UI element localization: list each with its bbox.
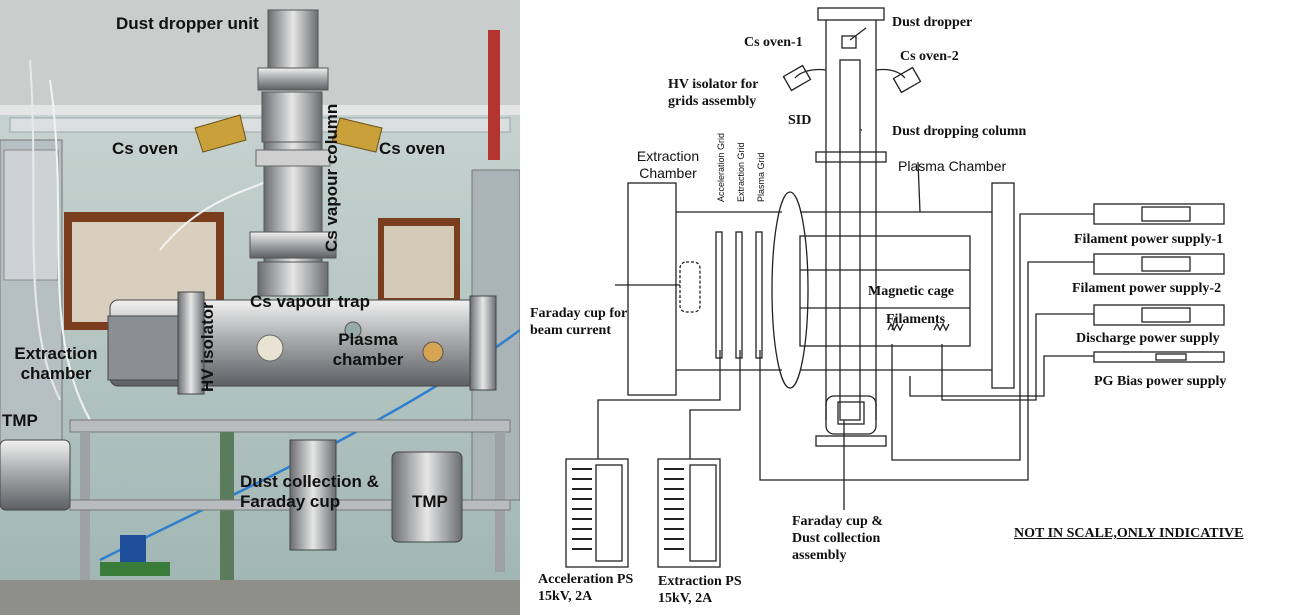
experimental-setup-photo: Dust dropper unit Cs oven Cs oven Cs vap…: [0, 0, 520, 615]
schematic-drawing: [565, 7, 1225, 568]
label-dust-dropper: Dust dropper: [892, 15, 973, 30]
photo-label-cs-vapour-column: Cs vapour column: [322, 103, 341, 252]
extraction-chamber-shape: [627, 182, 677, 396]
faraday-cup-beam-shape: [679, 261, 701, 313]
label-scale-note: NOT IN SCALE,ONLY INDICATIVE: [1014, 526, 1244, 541]
label-cs-oven-2: Cs oven-2: [900, 49, 959, 64]
label-filaments: Filaments: [886, 312, 946, 327]
photo-label-hv-isolator: HV isolator: [198, 302, 217, 392]
label-faraday-cup-beam: Faraday cup for beam current: [530, 306, 627, 338]
label-pg-bias-ps: PG Bias power supply: [1094, 374, 1227, 389]
lab-photo-illustration: [0, 0, 520, 615]
hv-isolator-shape: [771, 191, 809, 389]
plasma-chamber-end-flange: [991, 182, 1015, 389]
label-text: Dust dropper unit: [116, 14, 259, 33]
magnetic-cage-shape: [799, 235, 971, 347]
label-extraction-ps: Extraction PS 15kV, 2A: [658, 574, 742, 606]
photo-label-tmp-right: TMP: [412, 492, 448, 511]
label-dust-dropping-column: Dust dropping column: [892, 124, 1027, 139]
photo-label-tmp-left: TMP: [2, 411, 38, 430]
label-acceleration-grid: Acceleration Grid: [716, 132, 726, 202]
photo-label-dust-dropper-unit: Dust dropper unit: [116, 14, 259, 34]
photo-label-cs-oven-right: Cs oven: [379, 139, 446, 158]
label-cs-oven-1: Cs oven-1: [744, 35, 803, 50]
label-hv-isolator: HV isolator for grids assembly: [668, 77, 759, 109]
label-faraday-cup-dust: Faraday cup & Dust collection assembly: [792, 514, 883, 563]
plasma-grid-shape: [755, 231, 763, 359]
extraction-grid-shape: [735, 231, 743, 359]
photo-label-cs-oven-left: Cs oven: [112, 139, 179, 158]
label-discharge-ps: Discharge power supply: [1076, 331, 1220, 346]
label-acceleration-ps: Acceleration PS 15kV, 2A: [538, 572, 634, 604]
label-plasma-chamber: Plasma Chamber: [898, 158, 1007, 174]
label-filament-ps1: Filament power supply-1: [1074, 232, 1224, 247]
photo-label-extraction-chamber: Extraction chamber: [14, 344, 98, 383]
photo-label-plasma-chamber: Plasma chamber: [332, 330, 404, 369]
photo-label-cs-vapour-trap: Cs vapour trap: [250, 292, 370, 311]
label-plasma-grid: Plasma Grid: [756, 152, 766, 202]
acceleration-grid-shape: [715, 231, 723, 359]
label-sid: SID: [788, 113, 812, 128]
photo-label-dust-collection: Dust collection & Faraday cup: [240, 472, 379, 511]
label-filament-ps2: Filament power supply-2: [1072, 281, 1222, 296]
label-magnetic-cage: Magnetic cage: [868, 284, 954, 299]
schematic-diagram: Dust dropper Cs oven-1 Cs oven-2 HV isol…: [520, 0, 1300, 615]
dust-dropping-column-shape: [839, 59, 861, 421]
label-extraction-chamber: Extraction Chamber: [636, 148, 700, 181]
label-extraction-grid: Extraction Grid: [736, 142, 746, 202]
